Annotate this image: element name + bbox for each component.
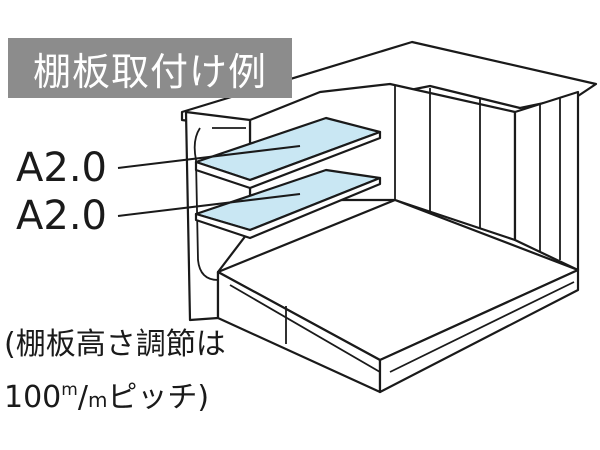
upper-shelf-edge [194, 130, 382, 190]
sill-inner-line-right [389, 281, 575, 373]
diagram-title: 棚板取付け例 [32, 49, 267, 94]
note-pitch-value: 100 [4, 380, 62, 415]
sill-inner-line [229, 284, 381, 373]
left-wall-curve [193, 127, 219, 281]
title-badge: 棚板取付け例 [8, 38, 292, 98]
shelf-label-upper: A2.0 [16, 145, 107, 191]
note-unit-sub: m [87, 388, 108, 412]
note-unit-slash: / [77, 380, 88, 415]
note-line-1: (棚板高さ調節は [4, 327, 226, 362]
note-unit-sup: m [61, 380, 78, 400]
leader-line-upper [117, 145, 301, 169]
leader-line-lower [117, 193, 301, 217]
front-sill-right [378, 268, 580, 394]
right-wall [513, 90, 580, 272]
lower-shelf-edge [194, 176, 382, 240]
note-line-2: 100m/mピッチ) [4, 382, 209, 413]
note-pitch-suffix: ピッチ) [107, 380, 210, 415]
shelf-label-lower: A2.0 [16, 193, 107, 239]
